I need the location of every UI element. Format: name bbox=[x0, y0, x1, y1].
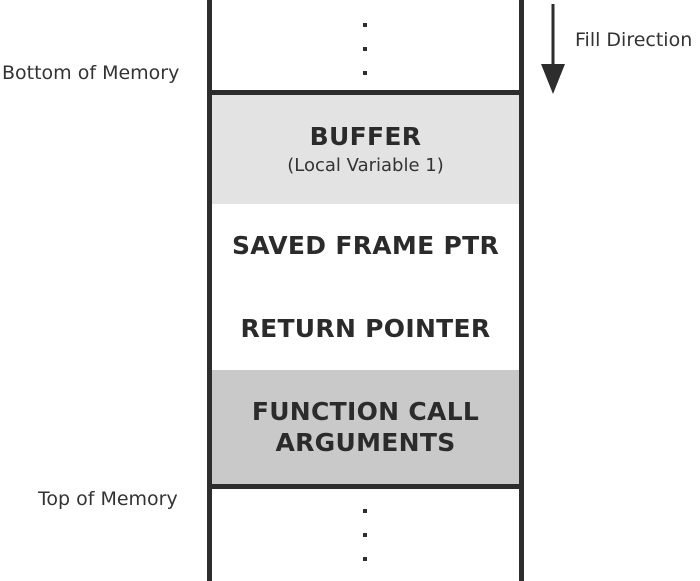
dot bbox=[363, 47, 367, 51]
fill-direction-label: Fill Direction bbox=[575, 29, 693, 51]
top-of-memory-label: Top of Memory bbox=[38, 488, 178, 510]
function-call-arguments-block: FUNCTION CALL ARGUMENTS bbox=[207, 370, 524, 489]
function-call-title-line1: FUNCTION CALL bbox=[251, 397, 480, 426]
buffer-subtitle: (Local Variable 1) bbox=[287, 155, 444, 176]
bottom-of-memory-label: Bottom of Memory bbox=[2, 62, 180, 84]
dot bbox=[363, 23, 367, 27]
return-pointer-block: RETURN POINTER bbox=[207, 287, 524, 375]
dot bbox=[363, 71, 367, 75]
dot bbox=[363, 509, 367, 513]
function-call-title-line2: ARGUMENTS bbox=[275, 428, 456, 457]
dot bbox=[363, 557, 367, 561]
continuation-dots-bottom bbox=[210, 502, 520, 574]
saved-frame-ptr-block: SAVED FRAME PTR bbox=[207, 204, 524, 292]
saved-frame-ptr-title: SAVED FRAME PTR bbox=[232, 231, 499, 260]
down-arrow-icon bbox=[541, 4, 565, 94]
buffer-block: BUFFER (Local Variable 1) bbox=[207, 90, 524, 209]
dot bbox=[363, 533, 367, 537]
continuation-dots-top bbox=[210, 16, 520, 88]
return-pointer-title: RETURN POINTER bbox=[240, 314, 491, 343]
buffer-title: BUFFER bbox=[309, 122, 422, 151]
